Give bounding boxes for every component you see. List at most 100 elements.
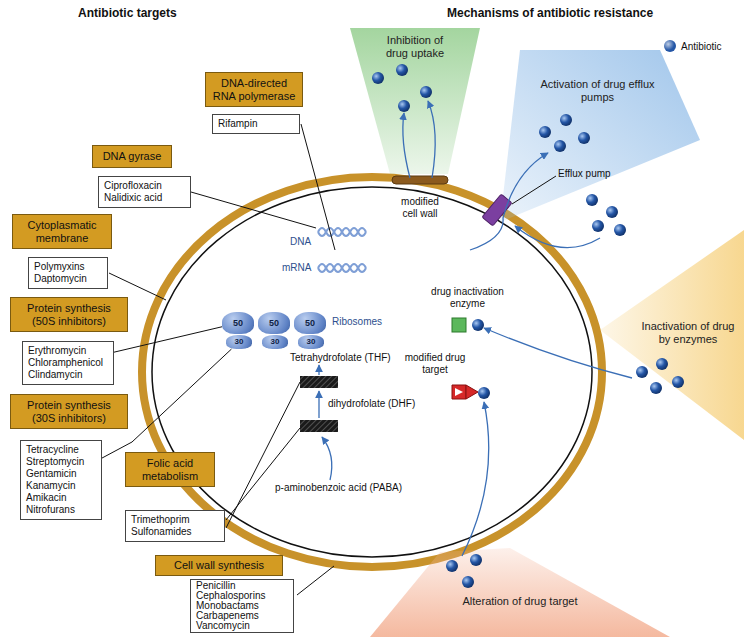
drug-name: Polymyxins: [34, 261, 102, 273]
drug-name: Streptomycin: [26, 456, 96, 468]
drug-name: Nalidixic acid: [104, 192, 185, 204]
antibiotic-dot: [420, 86, 432, 98]
antibiotic-dot: [398, 100, 410, 112]
antibiotic-dot: [586, 194, 598, 206]
antibiotic-dot: [614, 224, 626, 236]
ribosome-30s: 30: [298, 335, 324, 349]
leader-line: [297, 566, 334, 595]
subunit-number: 30: [226, 335, 252, 349]
antibiotic-dot: [650, 382, 662, 394]
antibiotic-dot: [578, 132, 590, 144]
target-name: Folic acid metabolism: [131, 457, 209, 482]
target-header: Folic acid metabolism: [125, 452, 215, 487]
folate-arrow: [318, 391, 319, 418]
paba-path: [322, 437, 332, 480]
ribosome-50s: 50: [258, 312, 290, 334]
mechanism-wedge: Inactivation of drug by enzymes: [598, 230, 744, 440]
drug-list: CiprofloxacinNalidixic acid: [98, 176, 191, 208]
mechanism-wedge: Inhibition of drug uptake: [350, 28, 480, 174]
antibiotic-dot: [554, 140, 566, 152]
drug-name: Clindamycin: [28, 369, 108, 381]
wedge-shape: [350, 28, 480, 174]
dna-helix: [318, 228, 366, 236]
drug-name: Carbapenems: [196, 611, 288, 621]
ribosome-50s: 50: [294, 312, 326, 334]
metabolite-label: Tetrahydrofolate (THF): [290, 352, 391, 364]
leader-connector: [114, 327, 222, 352]
drug-path: [428, 101, 435, 178]
mechanism-name: Inactivation of drug by enzymes: [636, 320, 740, 346]
modified-target: [466, 385, 478, 399]
antibiotic-dot: [470, 554, 482, 566]
leader-line: [109, 273, 166, 300]
drug-path: [462, 402, 489, 556]
metabolite-label: dihydrofolate (DHF): [328, 398, 415, 410]
antibiotic-dot: [396, 64, 408, 76]
legend-text: Antibiotic: [681, 41, 722, 52]
drug-path: [515, 226, 600, 248]
antibiotic-dot: [446, 560, 458, 572]
metabolite-label: p-aminobenzoic acid (PABA): [275, 482, 402, 494]
part-label: modified drug target: [400, 352, 470, 376]
subunit-number: 30: [262, 335, 288, 349]
ribosome-50s: 50: [222, 312, 254, 334]
drug-path: [484, 328, 632, 378]
antibiotic-dot: [656, 358, 668, 370]
drug-name: Vancomycin: [196, 621, 288, 631]
drug-name: Ciprofloxacin: [104, 180, 185, 192]
antibiotic-dot: [560, 114, 572, 126]
drug-name: Kanamycin: [26, 480, 96, 492]
drug-name: Gentamicin: [26, 468, 96, 480]
drug-name: Tetracycline: [26, 444, 96, 456]
target-header: Protein synthesis (30S inhibitors): [10, 394, 128, 429]
structure-label: DNA: [290, 236, 311, 248]
drug-name: Monobactams: [196, 601, 288, 611]
leader-line: [191, 192, 316, 228]
drug-list: Rifampin: [212, 114, 300, 134]
dna-strand: [318, 228, 366, 236]
target-name: Cell wall synthesis: [161, 559, 277, 572]
wedge-outline: [370, 548, 670, 637]
dna-strand: [318, 228, 366, 236]
target-notch: [455, 388, 463, 396]
target-header: Cell wall synthesis: [155, 555, 283, 576]
target-name: Protein synthesis (30S inhibitors): [16, 399, 122, 424]
target-name: DNA-directed RNA polymerase: [211, 77, 297, 102]
modified-target: [452, 385, 466, 399]
drug-name: Daptomycin: [34, 273, 102, 285]
drug-name: Cephalosporins: [196, 591, 288, 601]
drug-name: Chloramphenicol: [28, 357, 108, 369]
wedge-outline: [495, 45, 705, 227]
target-header: Cytoplasmatic membrane: [12, 214, 112, 249]
antibiotic-dot: [539, 126, 551, 138]
target-header: DNA gyrase: [92, 145, 172, 168]
leader-line: [301, 124, 335, 250]
efflux-pump: [482, 194, 512, 226]
mechanism-wedge: Activation of drug efflux pumps: [495, 45, 705, 227]
drug-name: Rifampin: [218, 118, 294, 130]
wedge-shape: [370, 548, 670, 637]
cell-membrane: [152, 187, 592, 557]
antibiotic-dot: [636, 366, 648, 378]
section-heading: Mechanisms of antibiotic resistance: [447, 6, 653, 20]
leader-line: [512, 176, 556, 204]
antibiotic-dots: [372, 64, 684, 588]
mechanism-name: Alteration of drug target: [455, 595, 585, 608]
antibiotic-dot: [672, 376, 684, 388]
drug-path: [403, 113, 410, 178]
antibiotic-dot: [606, 206, 618, 218]
inactivation-enzyme: [452, 318, 466, 332]
subunit-number: 50: [222, 312, 254, 334]
structure-label: Ribosomes: [332, 316, 382, 328]
target-header: Protein synthesis (50S inhibitors): [10, 297, 128, 332]
leader-line: [226, 382, 300, 528]
mechanism-wedge: Alteration of drug target: [370, 548, 670, 637]
drug-list: TetracyclineStreptomycinGentamicinKanamy…: [20, 440, 102, 520]
drug-name: Penicillin: [196, 581, 288, 591]
drug-list: PolymyxinsDaptomycin: [28, 257, 108, 289]
structure-label: mRNA: [282, 262, 311, 274]
subunit-number: 50: [258, 312, 290, 334]
antibiotic-dot: [472, 319, 484, 331]
part-label: drug inactivation enzyme: [420, 286, 515, 310]
mrna-strand: [318, 264, 366, 272]
